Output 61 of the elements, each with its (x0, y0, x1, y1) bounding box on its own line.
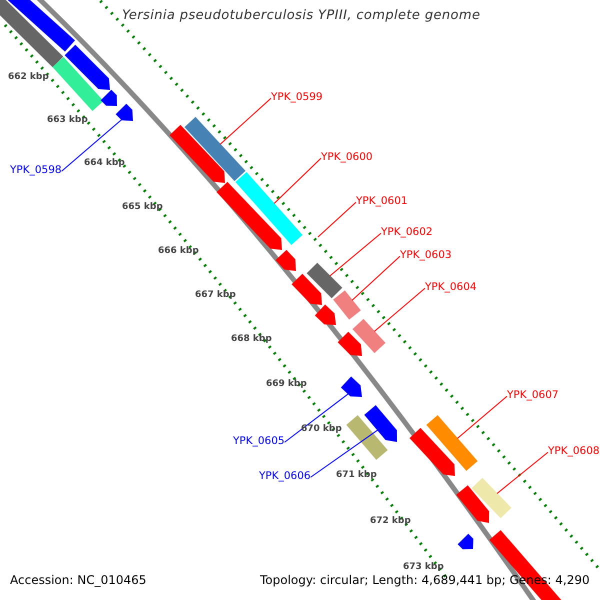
gene-feature-block (340, 376, 362, 397)
footer-text: Topology: circular; Length: 4,689,441 bp; Genes: 4,290 (260, 574, 590, 588)
gene-label: YPK_0598 (10, 164, 62, 176)
gene-label: YPK_0601 (356, 195, 408, 208)
tick-label: 666 kbp (158, 246, 199, 256)
gene-feature-block (184, 116, 246, 182)
gene-label: YPK_0600 (321, 151, 373, 164)
tick-label: 672 kbp (370, 516, 411, 526)
map-title: Yersinia pseudotuberculosis YPIII, complete genome (122, 9, 480, 24)
gene-feature-block (456, 485, 490, 523)
gene-feature-block (338, 332, 362, 356)
gene-feature-block (100, 90, 117, 106)
gene-feature-block (346, 415, 388, 460)
tick-label: 673 kbp (403, 562, 444, 572)
gene-feature-block (458, 534, 474, 550)
tick-label: 668 kbp (231, 334, 272, 344)
tick-label: 663 kbp (47, 115, 88, 126)
gene-label: YPK_0606 (259, 470, 311, 482)
gene-label: YPK_0602 (381, 226, 433, 238)
gene-feature-block (333, 290, 361, 320)
gene-feature-block (0, 0, 64, 68)
gene-feature-block (472, 478, 512, 518)
gene-feature-block (426, 415, 478, 471)
leader-line (318, 202, 356, 238)
tick-label: 667 kbp (195, 290, 236, 300)
leader-line (274, 158, 322, 204)
gene-feature-block (216, 182, 282, 250)
gene-feature-block (64, 44, 110, 90)
gene-label: YPK_0599 (271, 91, 323, 104)
gene-feature-block (170, 124, 225, 183)
leader-line (61, 119, 122, 172)
gene-feature-block (116, 104, 133, 121)
leader-line (284, 393, 349, 443)
gene-feature-block (235, 172, 303, 245)
gene-label: YPK_0608 (548, 445, 600, 458)
gene-feature-block (364, 405, 397, 442)
tick-label: 665 kbp (122, 202, 163, 212)
gene-label: YPK_0603 (400, 249, 452, 262)
gene-feature-block (314, 304, 336, 325)
tick-label: 662 kbp (8, 72, 49, 82)
footer-text: Accession: NC_010465 (10, 574, 146, 588)
tick-label: 671 kbp (336, 470, 377, 480)
gene-feature-block (306, 262, 342, 298)
gene-label: YPK_0604 (425, 281, 477, 294)
leader-line (456, 396, 508, 439)
leader-line (330, 232, 382, 276)
leader-line (310, 430, 378, 478)
tick-label: 664 kbp (84, 158, 125, 168)
gene-label: YPK_0605 (233, 435, 285, 448)
leader-line (496, 452, 548, 494)
gene-feature-block (276, 250, 296, 271)
gene-feature-block (52, 56, 104, 112)
leader-line (220, 98, 272, 145)
gene-feature-block (292, 274, 322, 305)
tick-label: 669 kbp (266, 379, 307, 390)
tick-label: 670 kbp (301, 424, 342, 434)
gene-label: YPK_0607 (507, 389, 559, 402)
leader-line (352, 256, 400, 301)
gene-feature-block (410, 428, 455, 476)
gene-feature-block (352, 318, 386, 354)
leader-line (374, 288, 426, 332)
